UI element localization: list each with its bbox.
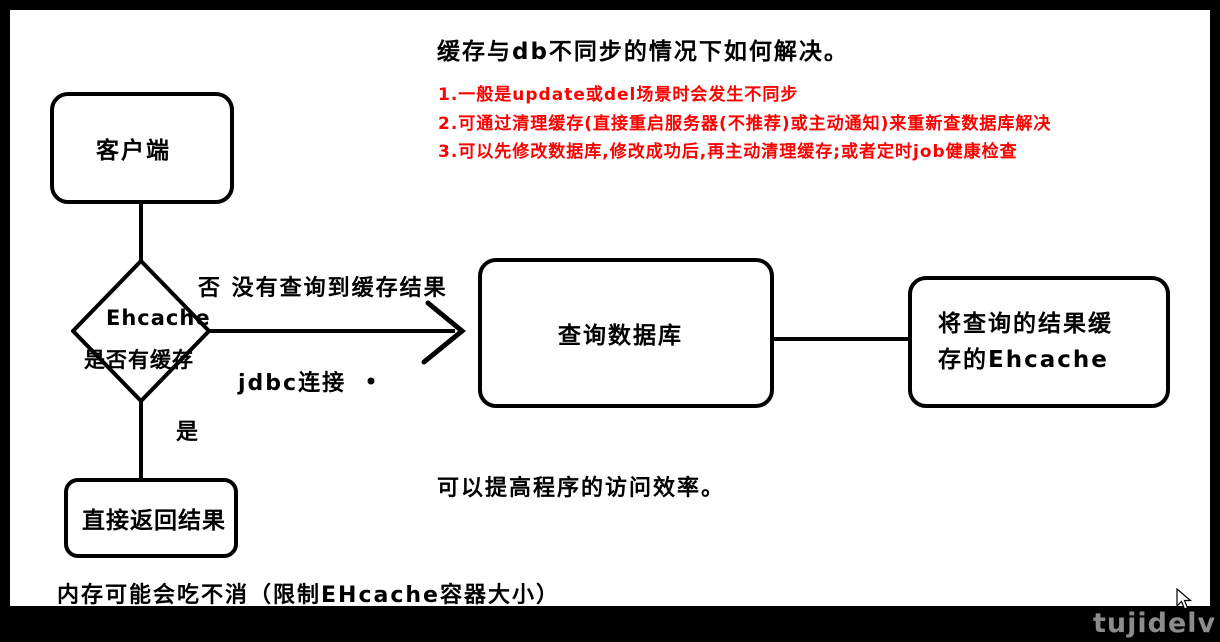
node-query-db-label: 查询数据库 xyxy=(558,323,683,349)
node-cache-result: 将查询的结果缓 存的Ehcache xyxy=(908,276,1170,408)
node-client-label: 客户端 xyxy=(96,138,171,164)
watermark: tujidelv xyxy=(1093,608,1217,639)
node-return-result-label: 直接返回结果 xyxy=(82,508,226,534)
edge-label-yes: 是 xyxy=(176,420,201,445)
node-query-db: 查询数据库 xyxy=(478,258,774,408)
annotation-memory-warning: 内存可能会吃不消（限制EHcache容器大小） xyxy=(57,583,560,608)
edge-label-jdbc: jdbc连接 xyxy=(238,371,347,396)
note-2: 2.可通过清理缓存(直接重启服务器(不推荐)或主动通知)来重新查数据库解决 xyxy=(438,114,1052,134)
mouse-cursor-icon xyxy=(1176,588,1192,610)
node-cache-result-line1: 将查询的结果缓 xyxy=(938,311,1113,337)
edge-label-no: 否 没有查询到缓存结果 xyxy=(198,276,448,301)
node-cache-result-line2: 存的Ehcache xyxy=(938,347,1109,373)
diagram-title: 缓存与db不同步的情况下如何解决。 xyxy=(437,39,849,65)
node-client: 客户端 xyxy=(50,92,234,204)
decision-label-line2: 是否有缓存 xyxy=(84,348,194,372)
node-return-result: 直接返回结果 xyxy=(64,478,238,558)
annotation-efficiency: 可以提高程序的访问效率。 xyxy=(437,476,726,501)
decision-label-line1: Ehcache xyxy=(106,306,211,330)
note-1: 1.一般是update或del场景时会发生不同步 xyxy=(438,85,799,105)
note-3: 3.可以先修改数据库,修改成功后,再主动清理缓存;或者定时job健康检查 xyxy=(438,142,1018,162)
